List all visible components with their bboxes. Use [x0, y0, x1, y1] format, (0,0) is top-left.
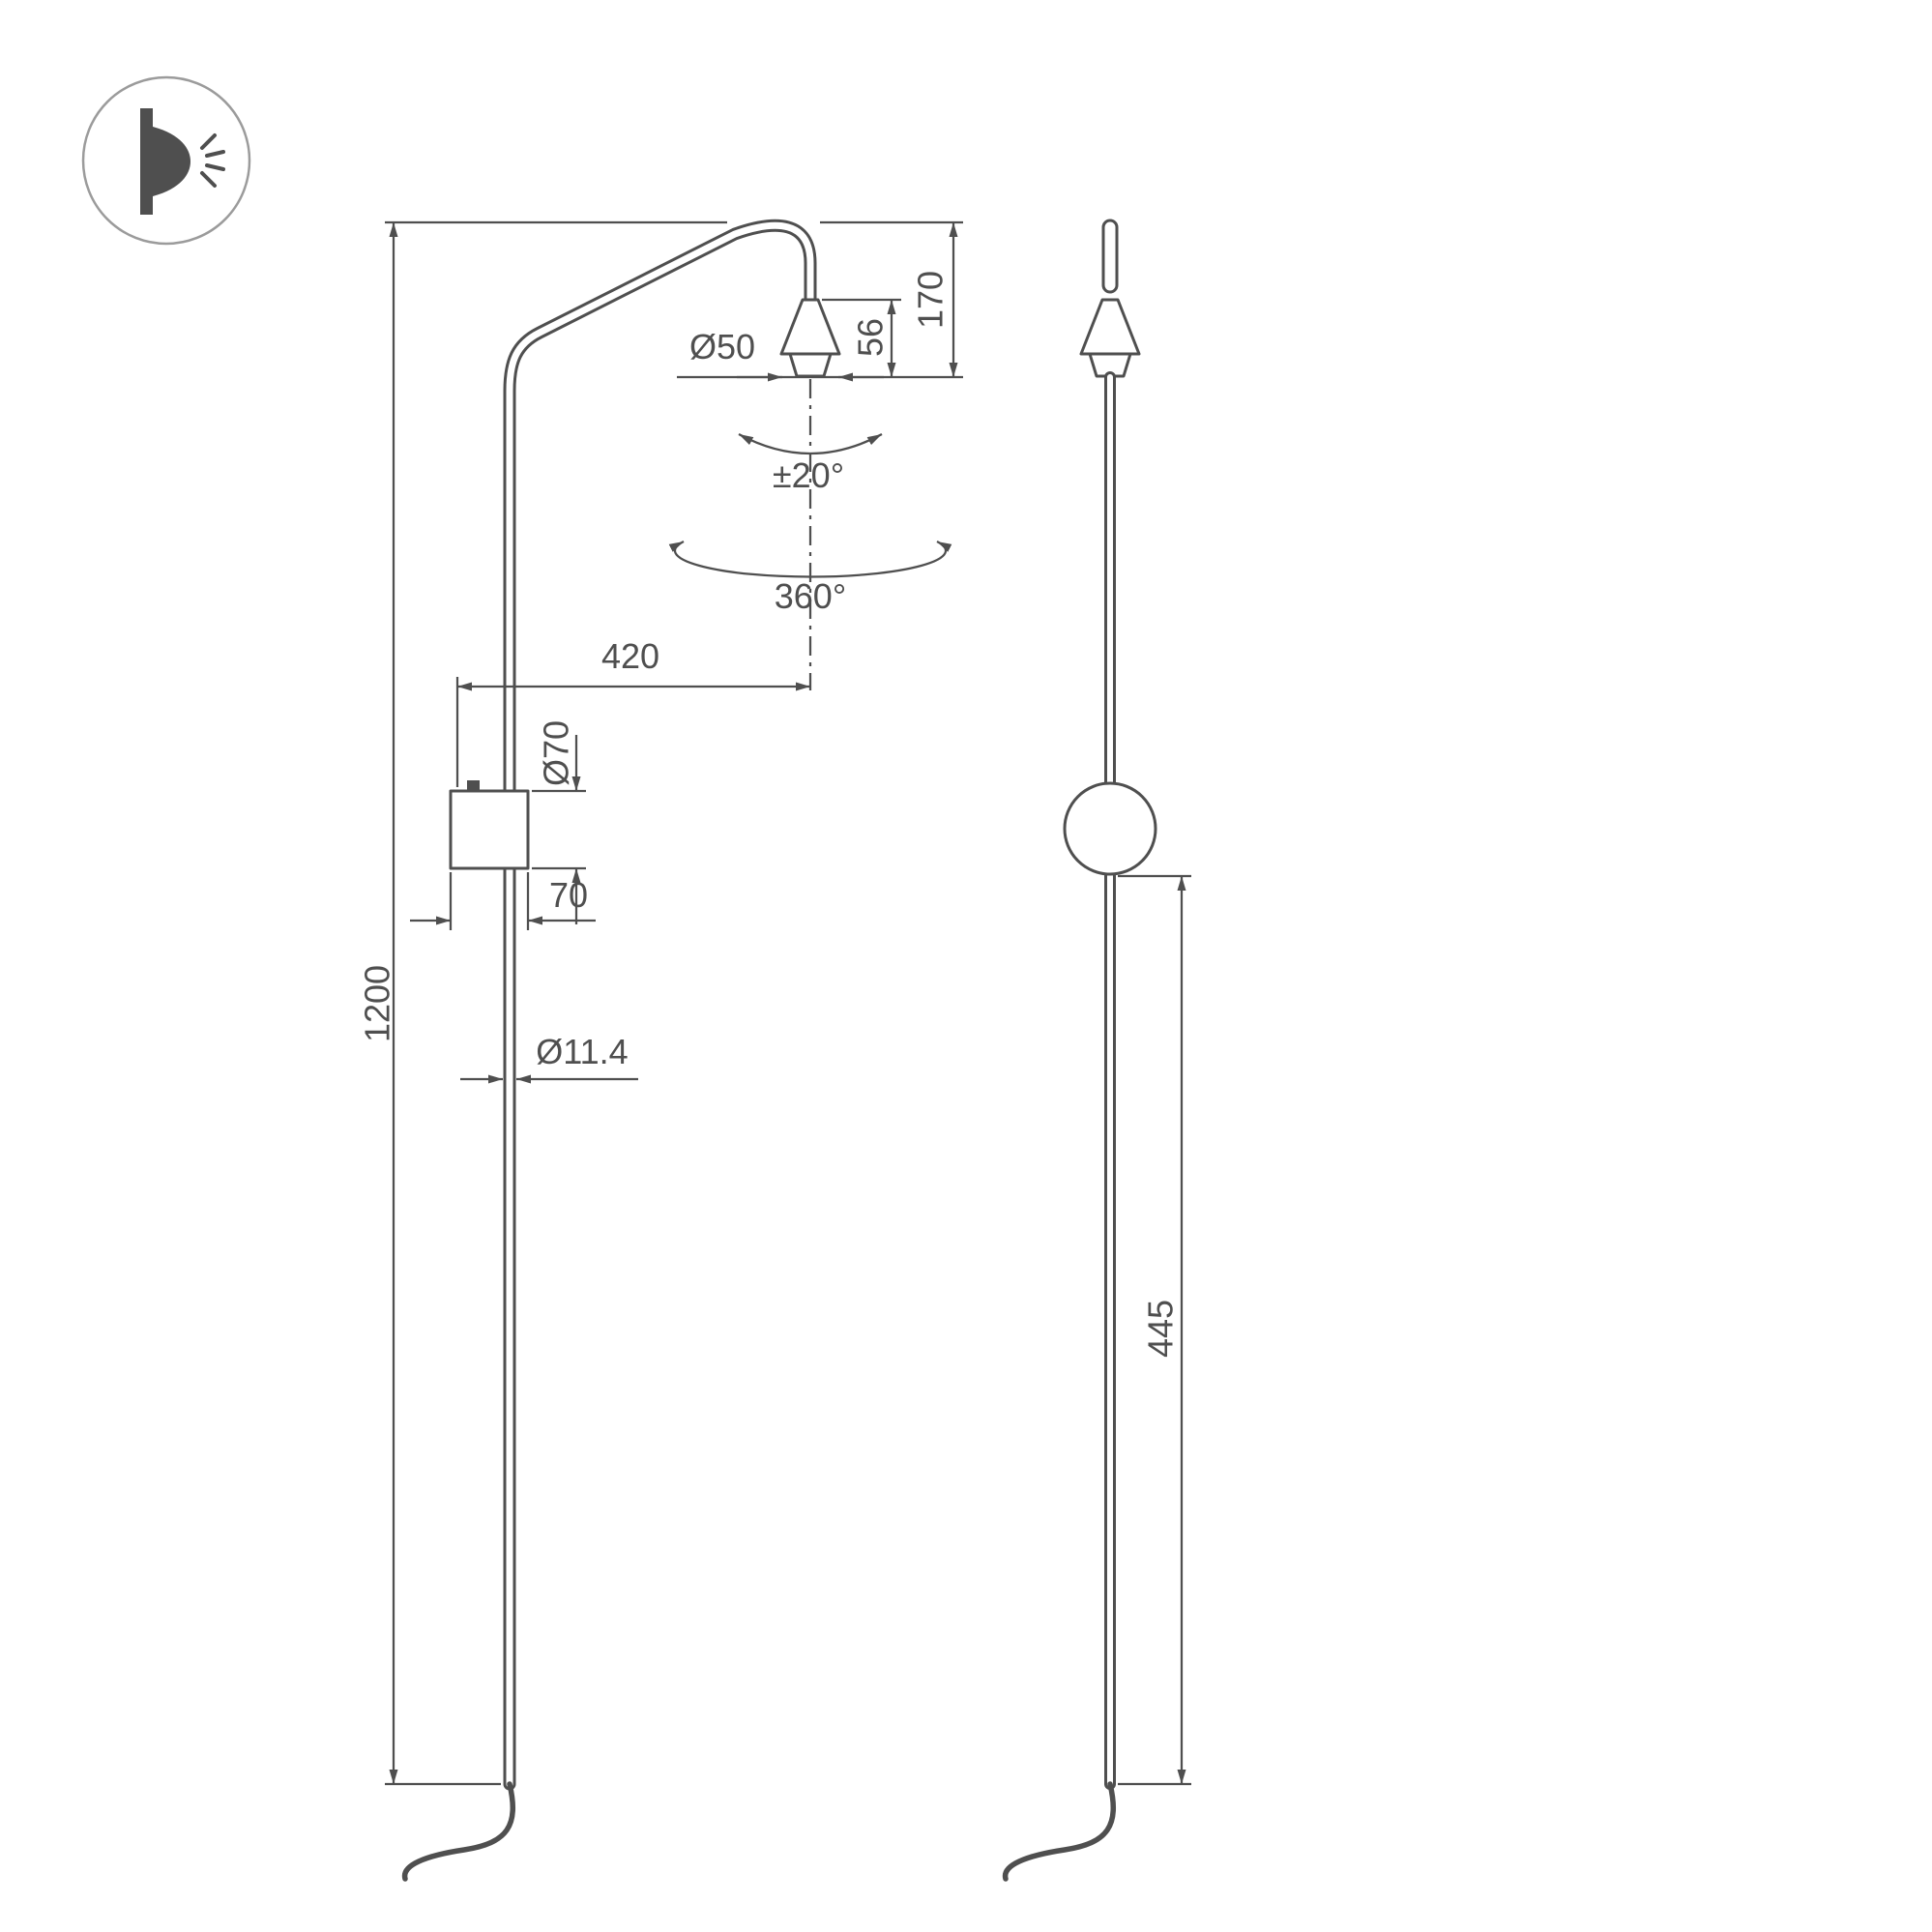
front-view: 1200 420 170 56 Ø50: [358, 219, 963, 1882]
dimension-head-offset: 170: [677, 220, 963, 379]
lamp-arm-fill: [506, 221, 814, 1788]
lamp-head-cone-side: [1079, 298, 1141, 356]
dim-label-56: 56: [851, 318, 891, 357]
dim-label-445: 445: [1141, 1300, 1181, 1358]
dimension-head-diameter: Ø50: [689, 327, 884, 382]
wall-bracket-box: [449, 789, 530, 870]
dim-label-70: 70: [549, 875, 588, 915]
dimension-bracket-width: 70: [410, 872, 596, 930]
lamp-arm-outline: [503, 219, 817, 1791]
arm-end-capsule: [1101, 219, 1119, 294]
wall-light-icon: [81, 75, 251, 246]
tilt-range-annotation: ±20°: [738, 433, 883, 495]
dim-label-d11-4: Ø11.4: [536, 1032, 628, 1071]
tilt-label: ±20°: [773, 455, 844, 495]
bracket-switch-nub: [467, 780, 480, 792]
dimension-bracket-height: Ø70: [532, 720, 586, 924]
lamp-head-lens-side: [1088, 352, 1132, 378]
dim-label-d50: Ø50: [689, 327, 755, 366]
dim-label-170: 170: [911, 271, 951, 329]
dim-label-d70: Ø70: [537, 720, 576, 786]
dimension-tube-diameter: Ø11.4: [460, 1032, 638, 1084]
dimension-lower-span: 445: [1118, 874, 1191, 1786]
dimension-total-height: 1200: [358, 220, 727, 1786]
dim-label-420: 420: [601, 636, 659, 676]
lamp-head-lens: [788, 352, 833, 378]
dim-label-1200: 1200: [358, 965, 397, 1042]
lamp-head-cone: [779, 298, 841, 356]
rotation-label: 360°: [775, 576, 846, 616]
dimension-reach: 420: [455, 636, 810, 787]
dimension-head-height: 56: [822, 298, 901, 377]
light-rays-icon: [200, 133, 225, 188]
power-cable: [401, 1781, 515, 1882]
side-view: 445: [1002, 219, 1191, 1882]
lamp-shade-glyph: [153, 127, 190, 196]
wall-bracket-disc: [1063, 781, 1157, 876]
wall-bar-glyph: [140, 108, 153, 215]
power-cable-side: [1002, 1781, 1116, 1882]
rotation-range-annotation: 360°: [668, 540, 952, 616]
